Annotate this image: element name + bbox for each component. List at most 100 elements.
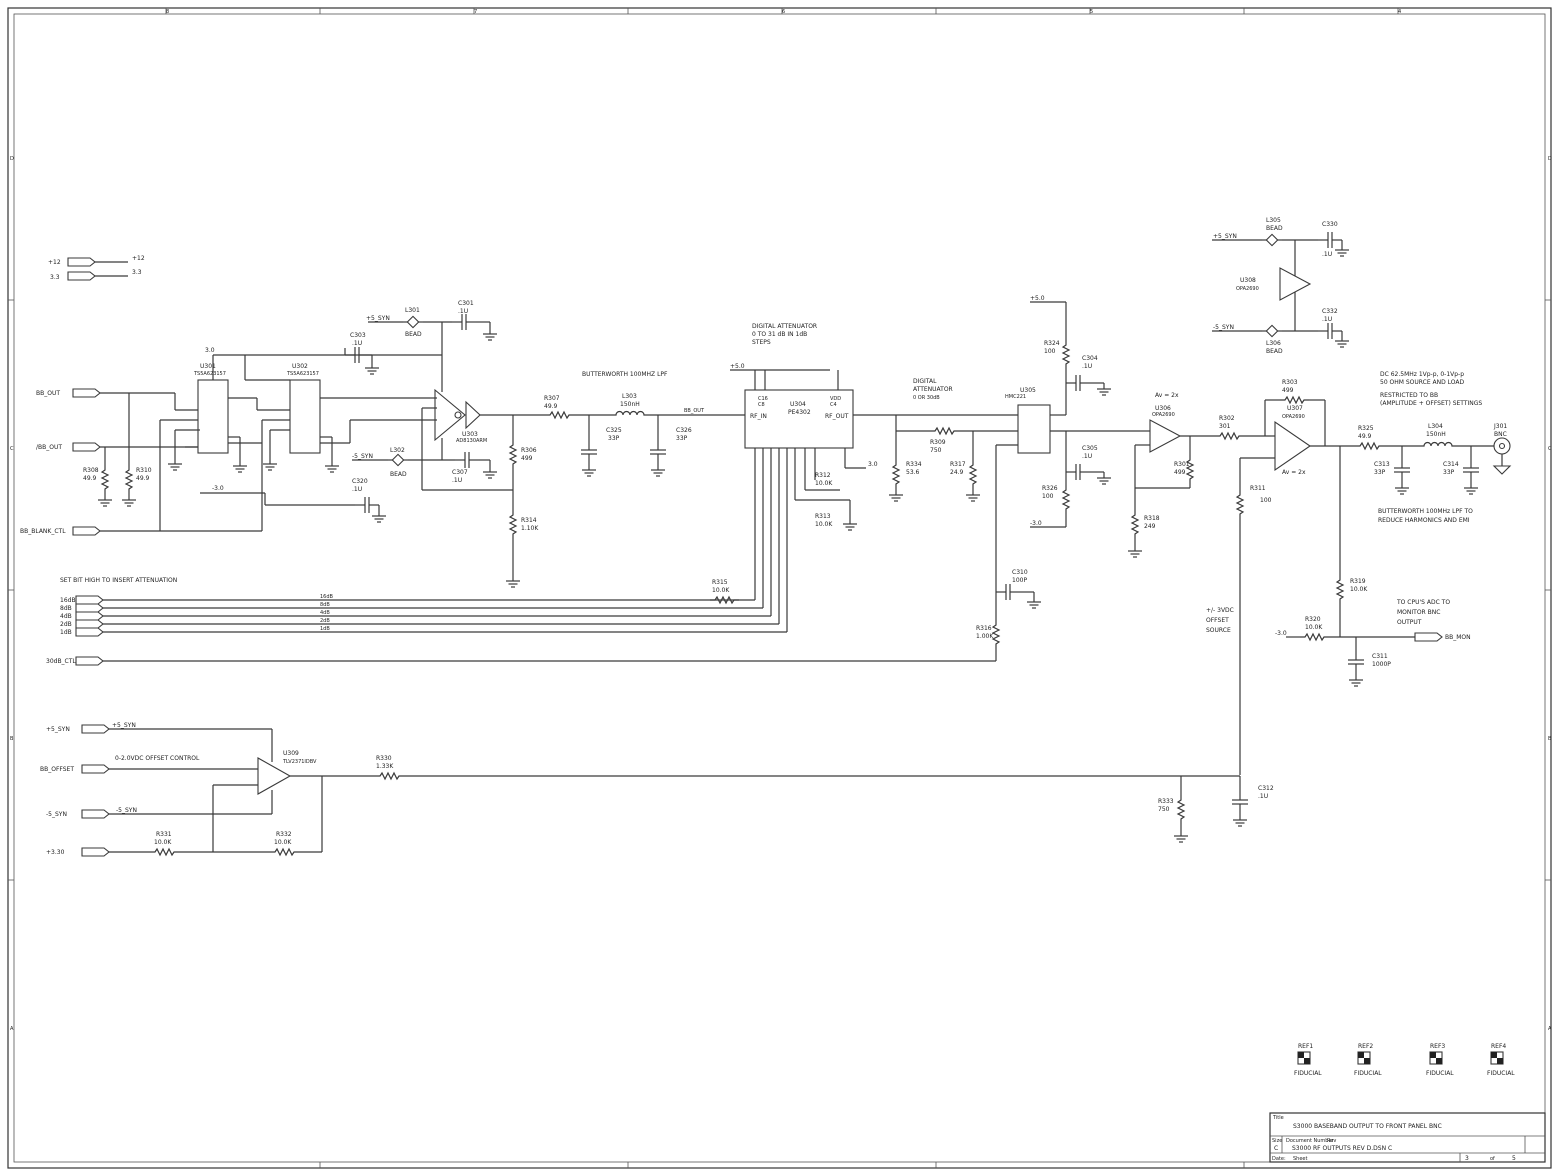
port-p330: +3.30 bbox=[46, 849, 65, 856]
l302-supply: -5_SYN L302 BEAD C307 .1U C320 .1U bbox=[352, 447, 498, 523]
note-mon-3: OUTPUT bbox=[1397, 619, 1422, 626]
r319-val: 10.0K bbox=[1350, 586, 1368, 593]
u301-switch: U301 TS5A623157 3.0 bbox=[159, 347, 442, 531]
title-block: Title S3000 BASEBAND OUTPUT TO FRONT PAN… bbox=[1269, 1112, 1546, 1163]
note-bw-1: BUTTERWORTH 100MHz LPF TO bbox=[1378, 508, 1473, 515]
c312-ref: C312 bbox=[1258, 785, 1274, 792]
port-bb-out: BB_OUT bbox=[36, 390, 60, 397]
sheet-total: 5 bbox=[1512, 1155, 1516, 1162]
c312-val: .1U bbox=[1258, 793, 1268, 800]
c310-val: 100P bbox=[1012, 577, 1027, 584]
u307-val: OPA2690 bbox=[1282, 414, 1305, 420]
net-p5syn-a: +5_SYN bbox=[366, 315, 390, 322]
c313-val: 33P bbox=[1374, 469, 1386, 476]
note-offset-ctl: 0-2.0VDC OFFSET CONTROL bbox=[115, 755, 200, 762]
r330-ref: R330 bbox=[376, 755, 392, 762]
net-m5syn-c: -5_SYN bbox=[116, 807, 137, 814]
attenuator-bit-ports: SET BIT HIGH TO INSERT ATTENUATION 16dB … bbox=[46, 577, 996, 666]
l303-ref: L303 bbox=[622, 393, 637, 400]
c320-val: .1U bbox=[352, 486, 362, 493]
c301-ref: C301 bbox=[458, 300, 474, 307]
docnum-value: S3000 RF OUTPUTS REV D.DSN C bbox=[1292, 1145, 1392, 1152]
r326-val: 100 bbox=[1042, 493, 1054, 500]
u303-ref: U303 bbox=[462, 431, 478, 438]
sheet-number: 3 bbox=[1465, 1155, 1469, 1162]
r308-ref: R308 bbox=[83, 467, 99, 474]
note-digatten-2: ATTENUATOR bbox=[913, 386, 953, 393]
border-row-b: B bbox=[10, 736, 14, 742]
net-p5syn-c: +5_SYN bbox=[112, 722, 136, 729]
u306-amp: U306 OPA2690 Av = 2x R301 499 R318 249 R… bbox=[1127, 392, 1270, 558]
u304-pin-c4: C4 bbox=[830, 402, 837, 408]
r320-ref: R320 bbox=[1305, 616, 1321, 623]
u308-val: OPA2690 bbox=[1236, 286, 1259, 292]
title-label: Title bbox=[1272, 1115, 1284, 1121]
bus-4db: 4dB bbox=[320, 610, 330, 616]
fid4-ref: REF4 bbox=[1491, 1043, 1506, 1050]
r309-ref: R309 bbox=[930, 439, 946, 446]
r334-val: 53.6 bbox=[906, 469, 920, 476]
fid1-ref: REF1 bbox=[1298, 1043, 1313, 1050]
r310-ref: R310 bbox=[136, 467, 152, 474]
c313-ref: C313 bbox=[1374, 461, 1390, 468]
c307-val: .1U bbox=[452, 477, 462, 484]
port-1db: 1dB bbox=[60, 629, 72, 636]
port-nbb-out: /BB_OUT bbox=[36, 444, 62, 451]
c311-ref: C311 bbox=[1372, 653, 1388, 660]
r325-val: 49.9 bbox=[1358, 433, 1372, 440]
r302-val: 301 bbox=[1219, 423, 1231, 430]
r307-val: 49.9 bbox=[544, 403, 558, 410]
border-col-6: 6 bbox=[782, 9, 785, 15]
net-p5-b: +5.0 bbox=[1030, 295, 1045, 302]
port-3v3: 3.3 bbox=[50, 274, 60, 281]
port-bb-blank: BB_BLANK_CTL bbox=[20, 528, 66, 535]
r333-ref: R333 bbox=[1158, 798, 1174, 805]
note-mon-2: MONITOR BNC bbox=[1397, 609, 1440, 616]
l301-ref: L301 bbox=[405, 307, 420, 314]
r332-ref: R332 bbox=[276, 831, 292, 838]
r324-val: 100 bbox=[1044, 348, 1056, 355]
l304-val: 150nH bbox=[1426, 431, 1446, 438]
port-p5syn: +5_SYN bbox=[46, 726, 70, 733]
j301-val: BNC bbox=[1494, 431, 1507, 438]
size-label: Size bbox=[1272, 1138, 1282, 1144]
l301-supply: +5_SYN L301 BEAD C301 .1U C303 .1U bbox=[344, 300, 498, 375]
c305-val: .1U bbox=[1082, 453, 1092, 460]
note-gain-a: Av = 2x bbox=[1155, 392, 1179, 399]
c330-ref: C330 bbox=[1322, 221, 1338, 228]
r313-ref: R313 bbox=[815, 513, 831, 520]
r315-val: 10.0K bbox=[712, 587, 730, 594]
net-3v3: 3.3 bbox=[132, 269, 142, 276]
port-bb-mon: BB_MON bbox=[1445, 634, 1471, 641]
power-ports-top-left: +12 3.3 +12 3.3 bbox=[48, 255, 145, 281]
border-col-4: 4 bbox=[1398, 9, 1401, 15]
note-dc-2: 50 OHM SOURCE AND LOAD bbox=[1380, 379, 1465, 386]
net-m3v0-b: -3.0 bbox=[1030, 520, 1042, 527]
u304-pin-c8: C8 bbox=[758, 402, 765, 408]
l306-ref: L306 bbox=[1266, 340, 1281, 347]
r318-ref: R318 bbox=[1144, 515, 1160, 522]
u302-ref: U302 bbox=[292, 363, 308, 370]
note-set-bits: SET BIT HIGH TO INSERT ATTENUATION bbox=[60, 577, 177, 584]
note-source-1: +/- 3VDC bbox=[1206, 607, 1234, 614]
note-filter-a: BUTTERWORTH 100MHZ LPF bbox=[582, 371, 668, 378]
r333-val: 750 bbox=[1158, 806, 1170, 813]
c305-ref: C305 bbox=[1082, 445, 1098, 452]
r332-val: 10.0K bbox=[274, 839, 292, 846]
border-row-c-right: C bbox=[1548, 446, 1552, 452]
bus-8db: 8dB bbox=[320, 602, 330, 608]
port-8db: 8dB bbox=[60, 605, 72, 612]
date-label: Date: bbox=[1272, 1156, 1286, 1162]
r334-ref: R334 bbox=[906, 461, 922, 468]
u307-amp: Av = 2x U307 OPA2690 R303 499 R311 100 +… bbox=[1206, 379, 1355, 775]
note-source-2: OFFSET bbox=[1206, 617, 1229, 624]
of-label: of bbox=[1490, 1156, 1495, 1162]
r306-ref: R306 bbox=[521, 447, 537, 454]
r306-val: 499 bbox=[521, 455, 533, 462]
c332-val: .1U bbox=[1322, 316, 1332, 323]
border-col-7: 7 bbox=[474, 9, 477, 15]
r311-ref: R311 bbox=[1250, 485, 1266, 492]
c303-val: .1U bbox=[352, 340, 362, 347]
u309-ref: U309 bbox=[283, 750, 299, 757]
